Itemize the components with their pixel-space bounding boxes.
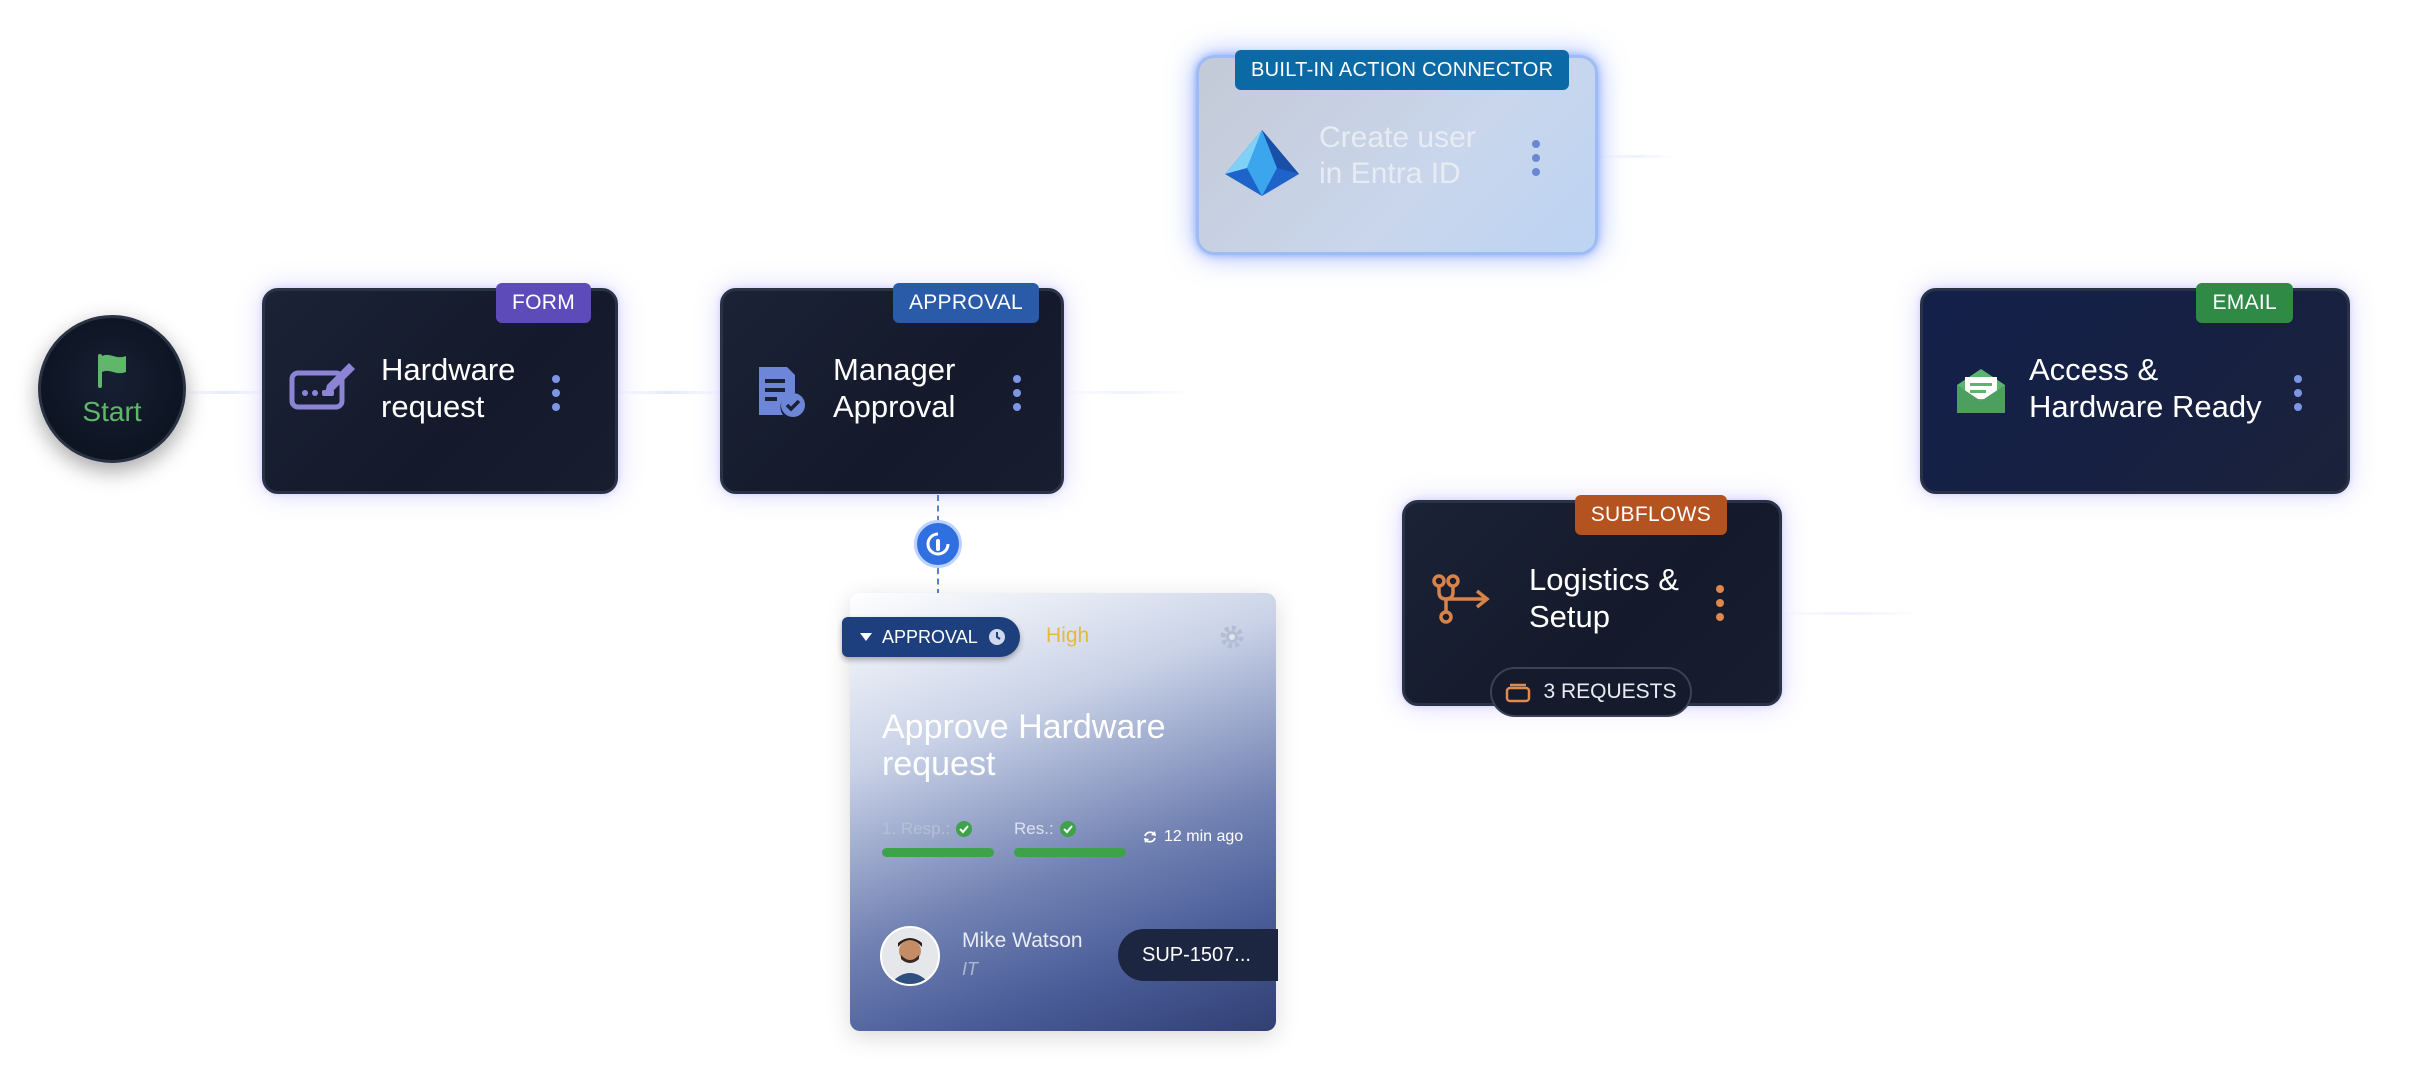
node-logistics-setup[interactable]: SUBFLOWS Logistics & Setup bbox=[1402, 495, 1782, 706]
resolution-sla-label: Res.: bbox=[1014, 819, 1076, 839]
node-type-badge-subflows: SUBFLOWS bbox=[1574, 495, 1727, 535]
connector-hardware-to-approval bbox=[614, 391, 724, 394]
more-options-icon[interactable] bbox=[1531, 140, 1541, 176]
entra-id-logo bbox=[1225, 130, 1299, 196]
clock-icon bbox=[988, 629, 1005, 645]
node-title: Manager Approval bbox=[833, 352, 956, 424]
node-type-badge-email: EMAIL bbox=[2196, 283, 2293, 323]
approval-detail-card[interactable]: APPROVAL High Approve Hardware request 1… bbox=[842, 593, 1278, 1031]
assignee-name: Mike Watson bbox=[962, 929, 1083, 952]
connector-start-to-hardware bbox=[182, 391, 266, 394]
check-circle-icon bbox=[956, 821, 973, 837]
response-sla-label: 1. Resp.: bbox=[882, 819, 973, 839]
approval-title: Approve Hardware request bbox=[882, 708, 1166, 783]
more-options-icon[interactable] bbox=[551, 375, 561, 411]
avatar bbox=[880, 926, 940, 986]
more-options-icon bbox=[1715, 585, 1725, 621]
settings-gear-icon[interactable] bbox=[1218, 623, 1246, 651]
more-options-icon[interactable] bbox=[2293, 375, 2303, 411]
node-title: Access & Hardware Ready bbox=[2029, 352, 2262, 424]
priority-label: High bbox=[1046, 624, 1090, 647]
node-manager-approval[interactable]: APPROVAL Manager Approval bbox=[720, 283, 1064, 494]
node-type-badge-form: FORM bbox=[495, 283, 591, 323]
approval-type-dropdown[interactable]: APPROVAL bbox=[842, 617, 1020, 657]
link-handle-icon[interactable] bbox=[914, 520, 962, 568]
flag-icon bbox=[98, 354, 126, 388]
node-title: Create user in Entra ID bbox=[1319, 121, 1476, 190]
refresh-icon bbox=[1144, 831, 1156, 843]
email-open-icon bbox=[1957, 369, 2005, 413]
node-title: Logistics & Setup bbox=[1529, 562, 1679, 634]
node-hardware-request[interactable]: FORM Hardware request bbox=[262, 283, 618, 494]
check-circle-icon bbox=[1059, 821, 1076, 837]
approval-type-label: APPROVAL bbox=[882, 626, 978, 647]
connector-entra-out bbox=[1596, 155, 1676, 158]
node-type-badge-connector: BUILT-IN ACTION CONNECTOR bbox=[1235, 50, 1570, 90]
requests-count-pill[interactable]: 3 REQUESTS bbox=[1490, 667, 1692, 717]
approval-document-icon bbox=[759, 367, 805, 417]
connector-logistics-to-email bbox=[1780, 612, 1920, 615]
response-progress-bar bbox=[882, 848, 994, 857]
last-updated: 12 min ago bbox=[1142, 828, 1243, 846]
caret-down-icon bbox=[860, 633, 872, 641]
assignee-department: IT bbox=[962, 959, 978, 979]
node-type-badge-approval: APPROVAL bbox=[892, 283, 1039, 323]
node-access-hardware-ready[interactable]: EMAIL Access & Hardware Ready bbox=[1920, 283, 2350, 494]
connector-approval-to-entra bbox=[1062, 391, 1192, 394]
stack-icon bbox=[1506, 683, 1531, 703]
start-label: Start bbox=[82, 396, 142, 427]
subflow-icon bbox=[1432, 574, 1490, 624]
requests-count-label: 3 REQUESTS bbox=[1543, 680, 1677, 703]
ticket-id-button[interactable]: SUP-1507... bbox=[1118, 929, 1278, 981]
node-title: Hardware request bbox=[381, 352, 516, 424]
node-create-user-entra[interactable]: BUILT-IN ACTION CONNECTOR Create user in… bbox=[1196, 50, 1598, 255]
resolution-progress-bar bbox=[1014, 848, 1126, 857]
start-node[interactable]: Start bbox=[38, 315, 186, 463]
form-edit-icon bbox=[289, 363, 355, 410]
more-options-icon[interactable] bbox=[1012, 375, 1022, 411]
